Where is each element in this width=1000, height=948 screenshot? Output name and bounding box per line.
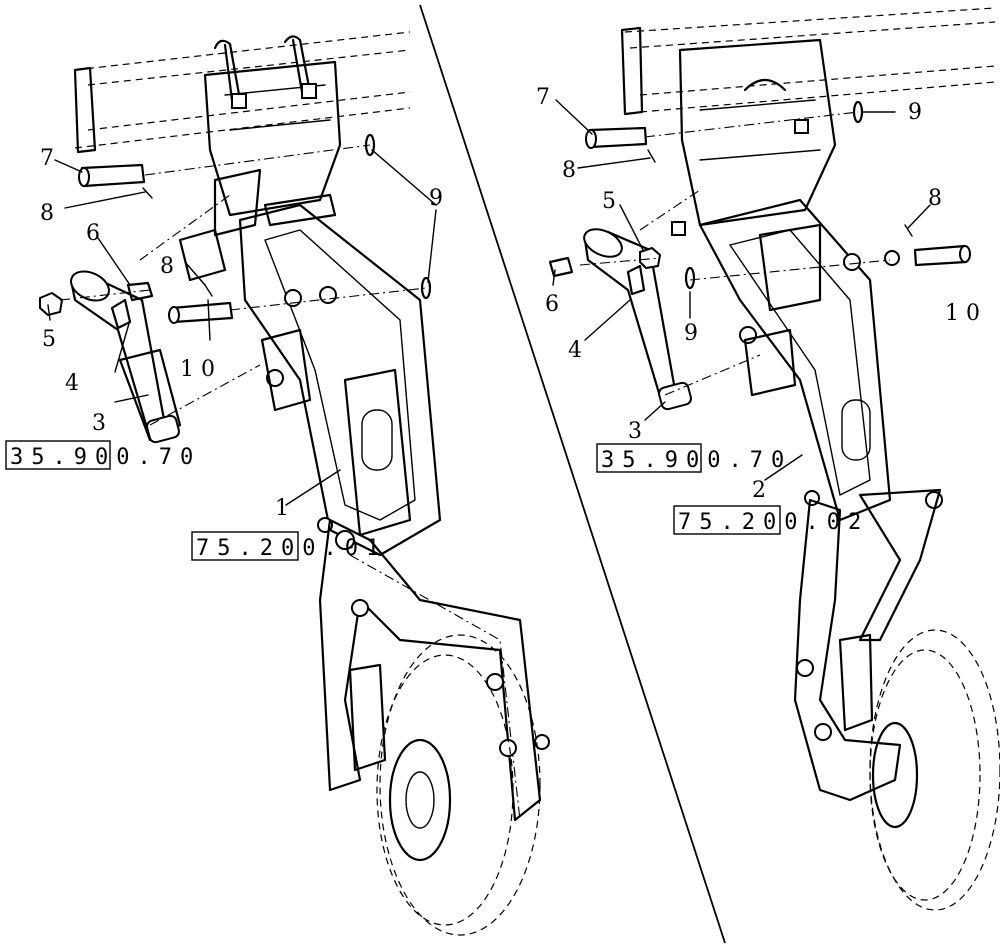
callout-9: 9 bbox=[684, 321, 698, 346]
right-gauge-wheel-arm bbox=[793, 498, 902, 802]
ref-box-left-a[interactable]: 35.900.70 bbox=[5, 440, 201, 470]
left-toolbar-tube bbox=[73, 31, 411, 154]
left-parallel-arm bbox=[178, 203, 442, 557]
left-snap-rings bbox=[364, 133, 432, 300]
callout-5: 5 bbox=[42, 327, 56, 352]
left-grease-fitting bbox=[110, 298, 132, 330]
callout-4: 4 bbox=[568, 338, 582, 363]
right-toolbar-tube bbox=[620, 7, 996, 116]
callout-7: 7 bbox=[40, 146, 54, 171]
callout-3: 3 bbox=[628, 419, 642, 444]
left-pin-lower bbox=[168, 301, 234, 324]
right-parallel-arm bbox=[698, 198, 943, 642]
right-snap-rings bbox=[684, 100, 864, 290]
right-cotter-pins bbox=[647, 149, 913, 237]
callout-5: 5 bbox=[602, 189, 616, 214]
callout-8: 8 bbox=[928, 186, 942, 211]
callout-6: 6 bbox=[545, 292, 559, 317]
left-leaders bbox=[47, 149, 437, 506]
right-pin-lower bbox=[913, 244, 971, 267]
ref-label: 75.200.01 bbox=[196, 536, 387, 561]
callout-10: 1 0 bbox=[180, 357, 215, 382]
callout-1: 1 bbox=[275, 496, 289, 521]
left-gauge-wheel bbox=[376, 634, 541, 936]
ref-label: 35.900.70 bbox=[601, 448, 792, 473]
left-centerlines bbox=[59, 144, 427, 426]
right-grease-fitting bbox=[626, 264, 646, 296]
ref-label: 75.200.02 bbox=[678, 510, 869, 535]
right-mount-bracket bbox=[671, 38, 837, 236]
callout-8: 8 bbox=[160, 254, 174, 279]
left-cotter-pins bbox=[142, 187, 213, 297]
callout-8: 8 bbox=[562, 158, 576, 183]
callout-9: 9 bbox=[429, 186, 443, 211]
callout-7: 7 bbox=[536, 85, 550, 110]
callout-2: 2 bbox=[752, 478, 766, 503]
ref-box-right-a[interactable]: 35.900.70 bbox=[596, 443, 792, 473]
ref-box-left-b[interactable]: 75.200.01 bbox=[191, 531, 387, 561]
right-nut bbox=[639, 246, 662, 270]
callout-9: 9 bbox=[908, 100, 922, 125]
left-gauge-wheel-arm bbox=[318, 518, 550, 822]
callout-3: 3 bbox=[92, 411, 106, 436]
right-gauge-wheel bbox=[869, 629, 1000, 911]
callout-10: 1 0 bbox=[945, 301, 980, 326]
right-hydraulic-cylinder bbox=[583, 228, 692, 411]
right-pin-upper bbox=[585, 126, 648, 149]
left-nut bbox=[39, 291, 64, 317]
ref-box-right-b[interactable]: 75.200.02 bbox=[673, 505, 869, 535]
callout-6: 6 bbox=[86, 221, 100, 246]
callout-8: 8 bbox=[40, 201, 54, 226]
ref-label: 35.900.70 bbox=[10, 445, 201, 470]
right-leaders bbox=[552, 99, 931, 481]
callout-4: 4 bbox=[65, 371, 79, 396]
view-divider bbox=[419, 4, 726, 944]
left-pin-upper bbox=[78, 163, 146, 188]
right-assembly: 7 8 5 9 8 6 9 4 1 0 3 2 35.900.70 75.200… bbox=[536, 7, 1000, 911]
right-centerlines bbox=[579, 111, 891, 396]
left-assembly: 7 8 6 8 9 5 4 1 0 3 1 35.900.70 75.200.0… bbox=[5, 31, 550, 936]
right-elbow-fitting bbox=[548, 256, 574, 278]
left-elbow-fitting bbox=[126, 281, 154, 302]
left-mount-bracket bbox=[203, 60, 342, 237]
left-u-bolts bbox=[213, 35, 312, 102]
